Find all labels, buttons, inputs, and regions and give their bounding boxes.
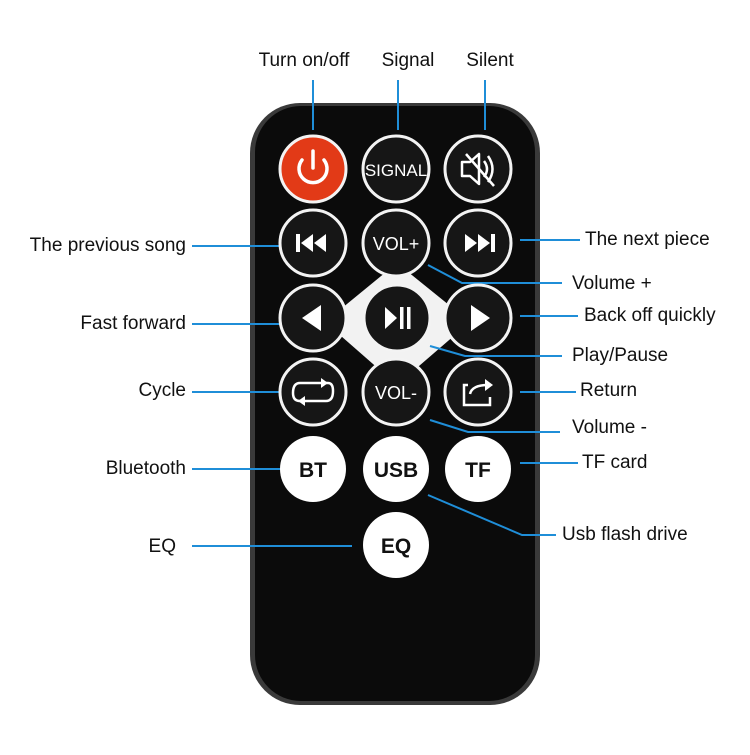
leader-play-pause — [429, 345, 562, 357]
power-button[interactable] — [278, 134, 348, 204]
mute-button[interactable] — [443, 134, 513, 204]
label-power: Turn on/off — [258, 50, 350, 71]
signal-button-label: SIGNAL — [365, 161, 427, 180]
next-icon — [465, 234, 495, 252]
tf-button-label: TF — [465, 459, 491, 482]
label-vol-up: Volume + — [572, 273, 652, 294]
label-return: Return — [580, 380, 638, 401]
label-fast-forward: Fast forward — [80, 313, 186, 334]
left-button[interactable] — [278, 283, 348, 353]
mute-icon — [460, 152, 495, 187]
vol-down-button[interactable]: VOL- — [361, 357, 431, 427]
usb-button[interactable]: USB — [363, 436, 429, 502]
leader-lines — [192, 80, 580, 547]
eq-button-label: EQ — [381, 535, 411, 558]
label-signal: Signal — [381, 50, 435, 71]
previous-icon — [296, 234, 326, 252]
vol-up-button[interactable]: VOL+ — [361, 208, 431, 278]
label-usb-drive: Usb flash drive — [562, 524, 688, 545]
cycle-button[interactable] — [278, 357, 348, 427]
leader-vol-down — [429, 419, 560, 433]
cycle-icon — [291, 381, 335, 403]
label-next: The next piece — [585, 229, 710, 250]
bt-button-label: BT — [299, 459, 327, 482]
next-button[interactable] — [443, 208, 513, 278]
vol-up-label: VOL+ — [373, 234, 420, 254]
play-pause-icon — [385, 307, 411, 329]
label-eq: EQ — [148, 536, 176, 557]
vol-down-label: VOL- — [375, 383, 417, 403]
leader-vol-up — [427, 264, 562, 284]
left-arrow-icon — [302, 305, 321, 331]
label-bluetooth: Bluetooth — [105, 458, 186, 479]
usb-button-label: USB — [374, 459, 418, 482]
signal-button[interactable]: SIGNAL — [361, 134, 431, 204]
eq-button[interactable]: EQ — [363, 512, 429, 578]
label-tf-card: TF card — [582, 452, 648, 473]
leader-usb-drive — [427, 494, 556, 536]
bt-button[interactable]: BT — [280, 436, 346, 502]
previous-button[interactable] — [278, 208, 348, 278]
label-back-off: Back off quickly — [584, 305, 716, 326]
label-cycle: Cycle — [138, 380, 186, 401]
label-previous: The previous song — [29, 235, 186, 256]
tf-button[interactable]: TF — [445, 436, 511, 502]
label-vol-down: Volume - — [572, 417, 647, 438]
right-button[interactable] — [443, 283, 513, 353]
play-pause-button[interactable] — [362, 283, 432, 353]
label-silent: Silent — [466, 50, 514, 71]
label-play-pause: Play/Pause — [572, 345, 669, 366]
right-arrow-icon — [471, 305, 490, 331]
return-button[interactable] — [443, 357, 513, 427]
power-icon — [297, 158, 329, 185]
